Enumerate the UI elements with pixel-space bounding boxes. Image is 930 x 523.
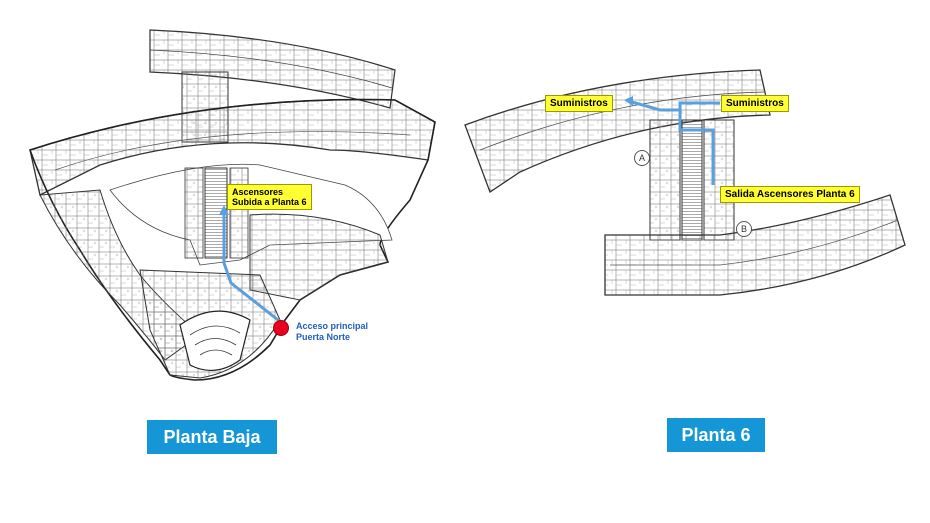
elevators-callout: Ascensores Subida a Planta 6 [227, 184, 312, 210]
floor-badge-6: Planta 6 [667, 418, 765, 452]
entrance-label-line1: Acceso principal [296, 321, 369, 331]
elevators-callout-line2: Subida a Planta 6 [232, 197, 307, 207]
supplies-callout-left: Suministros [545, 95, 613, 112]
floor6-lower-wing [604, 194, 906, 296]
route-floor6-branch [631, 100, 680, 112]
zone-b-marker: B [736, 221, 752, 237]
route-ground [222, 213, 288, 329]
route-arrow-ground [219, 205, 229, 215]
entrance-label-line2: Puerta Norte [296, 332, 351, 342]
east-wing [249, 213, 389, 301]
lobby-auditorium [139, 269, 281, 379]
route-arrow-left [624, 96, 633, 106]
elevator-core-6 [649, 119, 735, 241]
route-floor6 [678, 101, 720, 185]
entrance-label: Acceso principal Puerta Norte [296, 321, 368, 343]
supplies-callout-right: Suministros [721, 95, 789, 112]
elevators-callout-line1: Ascensores [232, 187, 284, 197]
zone-a-marker: A [634, 150, 650, 166]
entrance-marker [273, 320, 289, 336]
elevator-exit-callout: Salida Ascensores Planta 6 [720, 186, 860, 203]
floor-badge-ground: Planta Baja [147, 420, 277, 454]
